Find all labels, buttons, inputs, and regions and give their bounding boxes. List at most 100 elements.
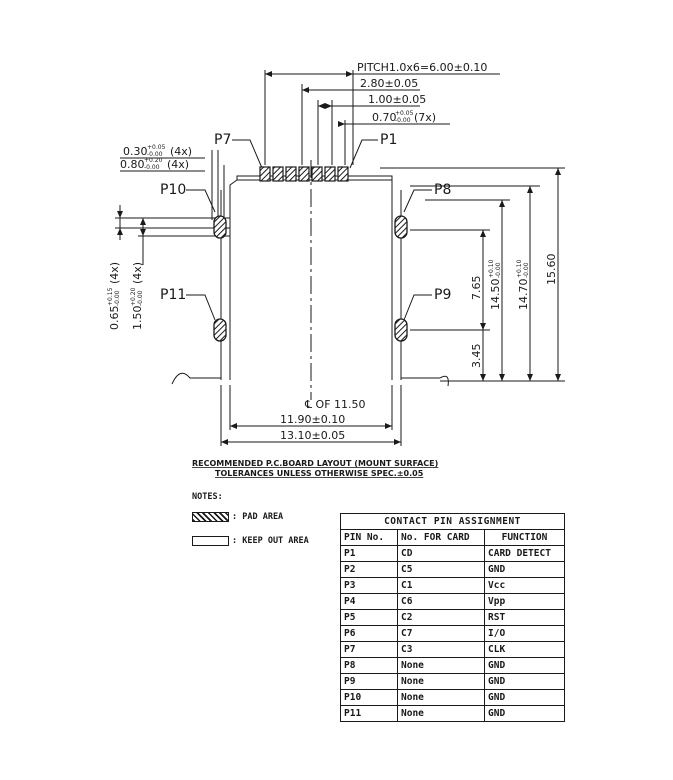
cell-card: CD	[397, 545, 485, 562]
dim-030-text: 0.30	[123, 145, 148, 158]
cell-card: C7	[397, 625, 485, 642]
label-p11: P11	[160, 287, 186, 303]
dim-030-qty: (4x)	[170, 145, 192, 158]
centerline-text: ℄ OF 11.50	[304, 398, 366, 411]
dim-070-qty: (7x)	[414, 111, 436, 124]
bottom-right-hook	[401, 375, 449, 387]
pad-p6	[272, 166, 284, 182]
dim-1470-text: 14.70	[517, 279, 530, 311]
dim-1470-tol-dn: -0.00	[523, 262, 530, 278]
dim-080-tol-up: +0.20	[144, 157, 163, 164]
pad-p8	[394, 215, 408, 239]
leader-p8	[403, 189, 432, 213]
legend-pad-area: : PAD AREA	[192, 512, 283, 522]
cell-pin: P6	[340, 625, 398, 642]
cell-function: CLK	[484, 641, 565, 658]
tolerance-title: TOLERANCES UNLESS OTHERWISE SPEC.±0.05	[215, 469, 424, 478]
notes-title: NOTES:	[192, 492, 223, 502]
keep-out-area-label: : KEEP OUT AREA	[232, 536, 309, 546]
cell-card: None	[397, 705, 485, 722]
table-header-function: FUNCTION	[484, 529, 565, 546]
cell-pin: P1	[340, 545, 398, 562]
legend-keep-out-area: : KEEP OUT AREA	[192, 536, 309, 546]
dim-080-qty: (4x)	[167, 158, 189, 171]
pad-p3	[311, 166, 323, 182]
dim-065-tol-dn: -0.00	[114, 290, 121, 306]
dim-065-tol-up: +0.15	[107, 287, 114, 306]
cell-pin: P10	[340, 689, 398, 706]
cell-pin: P4	[340, 593, 398, 610]
dim-065-qty: (4x)	[108, 262, 121, 284]
cell-function: GND	[484, 705, 565, 722]
pad-p10	[213, 215, 227, 239]
dim-1470-tol-up: +0.10	[516, 259, 523, 278]
label-p9: P9	[434, 287, 451, 303]
dim-pitch-text: PITCH1.0x6=6.00±0.10	[357, 61, 487, 74]
cell-function: I/O	[484, 625, 565, 642]
leader-p9	[403, 294, 432, 321]
dim-150-text: 1.50	[131, 306, 144, 331]
pad-area-swatch-icon	[192, 512, 229, 522]
cell-card: C5	[397, 561, 485, 578]
side-pads	[213, 215, 408, 342]
table-caption: CONTACT PIN ASSIGNMENT	[340, 513, 565, 530]
dim-1450-tol-dn: -0.00	[495, 262, 502, 278]
dim-345-text: 3.45	[470, 344, 483, 369]
cell-function: GND	[484, 689, 565, 706]
label-p8: P8	[434, 182, 451, 198]
cell-pin: P3	[340, 577, 398, 594]
cell-function: RST	[484, 609, 565, 626]
dim-1560-text: 15.60	[545, 254, 558, 286]
pad-p1	[337, 166, 349, 182]
dim-1450-tol-up: +0.10	[488, 259, 495, 278]
label-p10: P10	[160, 182, 186, 198]
cell-card: None	[397, 673, 485, 690]
cell-function: GND	[484, 657, 565, 674]
pad-p5	[285, 166, 297, 182]
pad-area-label: : PAD AREA	[232, 512, 284, 522]
leader-p7	[232, 139, 263, 169]
dim-065-text: 0.65	[108, 306, 121, 331]
contact-pin-table: CONTACT PIN ASSIGNMENT PIN No. No. FOR C…	[340, 513, 565, 722]
dim-070-tol-up: +0.05	[395, 110, 414, 117]
table-header-pin: PIN No.	[340, 529, 398, 546]
dim-1450-text: 14.50	[489, 279, 502, 311]
dim-070-text: 0.70	[372, 111, 397, 124]
label-p1: P1	[380, 132, 397, 148]
dim-1190-text: 11.90±0.10	[280, 413, 345, 426]
cell-card: C6	[397, 593, 485, 610]
dim-280-text: 2.80±0.05	[360, 77, 418, 90]
cell-pin: P5	[340, 609, 398, 626]
cell-card: C3	[397, 641, 485, 658]
dim-150-tol-up: +0.20	[130, 287, 137, 306]
cell-pin: P7	[340, 641, 398, 658]
leader-p11	[186, 294, 216, 321]
dim-080-text: 0.80	[120, 158, 145, 171]
dim-030-tol-dn: -0.00	[147, 151, 163, 158]
layout-title: RECOMMENDED P.C.BOARD LAYOUT (MOUNT SURF…	[192, 459, 438, 468]
cell-card: None	[397, 689, 485, 706]
cell-card: C2	[397, 609, 485, 626]
dim-070-tol-dn: -0.00	[395, 117, 411, 124]
cell-card: C1	[397, 577, 485, 594]
dim-150-qty: (4x)	[131, 262, 144, 284]
cell-pin: P2	[340, 561, 398, 578]
cell-function: GND	[484, 673, 565, 690]
pad-p9	[394, 318, 408, 342]
cell-pin: P9	[340, 673, 398, 690]
pad-p2	[324, 166, 336, 182]
contact-pads	[259, 166, 349, 182]
leader-p10	[186, 189, 216, 213]
dim-765-text: 7.65	[470, 276, 483, 301]
dim-1310-text: 13.10±0.05	[280, 429, 345, 442]
